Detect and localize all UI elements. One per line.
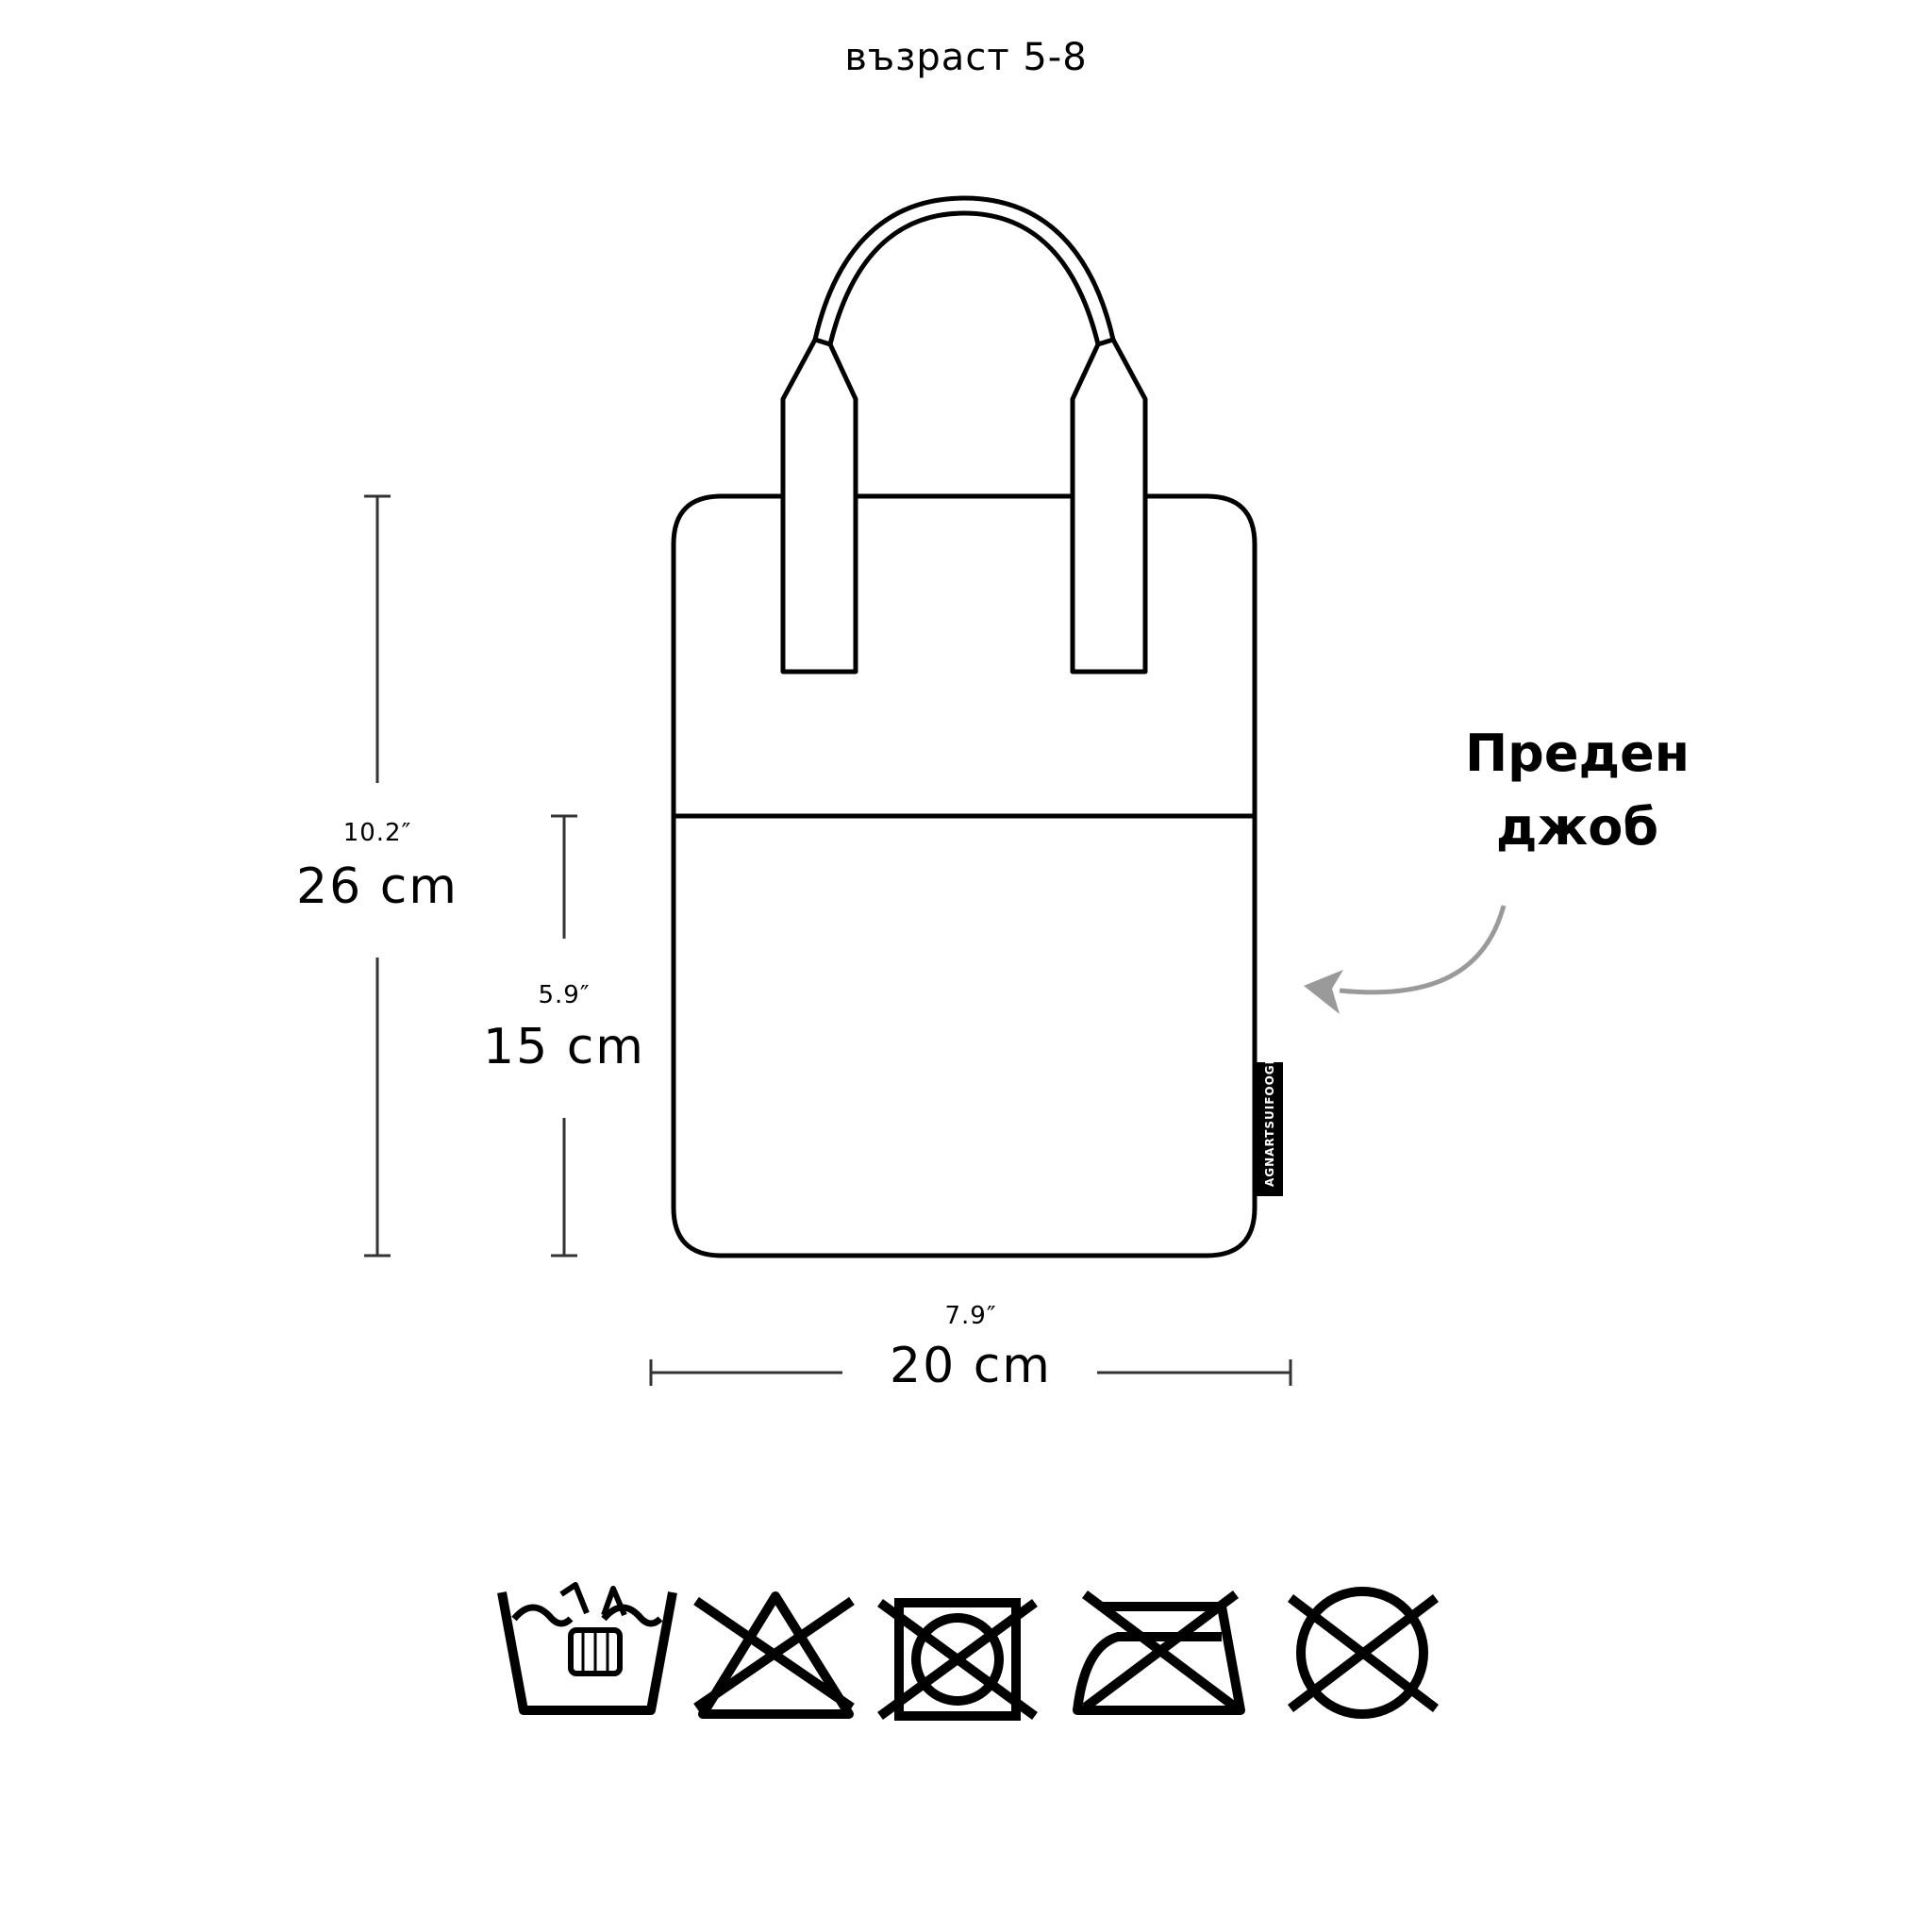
do-not-tumble-dry-icon xyxy=(877,1598,1038,1721)
bag-body: AGNARTSUIFOOGH xyxy=(671,493,1283,1258)
do-not-bleach-icon xyxy=(693,1591,855,1719)
width-dimension-line xyxy=(649,1359,1292,1386)
hand-wash-icon xyxy=(497,1582,677,1715)
front-pocket-label: Преден джоб xyxy=(1426,717,1728,864)
pocket-arrow-icon xyxy=(1304,905,1507,1014)
page-title: възраст 5-8 xyxy=(844,36,1088,79)
front-pocket-label-line1: Преден xyxy=(1464,724,1690,783)
bag-handle xyxy=(780,195,1148,675)
do-not-dry-clean-icon xyxy=(1287,1587,1440,1719)
pocket-height-inches-label: 5.9″ xyxy=(538,981,591,1009)
do-not-iron-icon xyxy=(1073,1591,1245,1715)
pocket-height-dimension-line xyxy=(551,814,577,1257)
width-cm-label: 20 cm xyxy=(890,1338,1052,1394)
width-inches-label: 7.9″ xyxy=(944,1302,997,1330)
height-inches-label: 10.2″ xyxy=(342,819,412,847)
pocket-height-cm-label: 15 cm xyxy=(483,1019,645,1075)
brand-tag xyxy=(1255,1062,1283,1196)
height-dimension-line xyxy=(364,494,391,1257)
front-pocket-label-line2: джоб xyxy=(1495,797,1659,857)
height-cm-label: 26 cm xyxy=(296,858,458,915)
brand-tag-text: AGNARTSUIFOOGH xyxy=(1263,1054,1276,1187)
